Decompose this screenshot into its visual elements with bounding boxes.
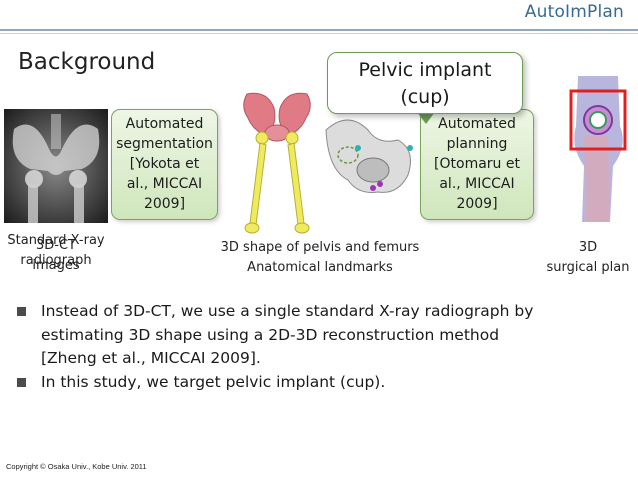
- surgical-plan-image: [558, 76, 634, 222]
- input-label-ct: 3D-CT images: [0, 236, 112, 276]
- xray-radiograph-image: [4, 109, 108, 223]
- plan-label: 3D surgical plan: [538, 238, 638, 278]
- bullet-1-line-1: Instead of 3D-CT, we use a single standa…: [41, 302, 534, 320]
- input-label-line-4: images: [32, 258, 80, 273]
- pelvis-landmarks-image: [325, 119, 413, 193]
- planning-line-2: planning: [446, 136, 508, 152]
- segmentation-line-1: Automated: [125, 116, 204, 132]
- pelvic-implant-callout: Pelvic implant (cup): [327, 52, 523, 114]
- shape-label-line-1: 3D shape of pelvis and femurs: [220, 240, 420, 255]
- slide-title: Background: [18, 49, 156, 75]
- shape-label-line-2: Anatomical landmarks: [247, 260, 393, 275]
- header-divider: [0, 29, 638, 31]
- automated-planning-box: Automated planning [Otomaru et al., MICC…: [420, 109, 534, 220]
- input-label-line-1: Standard X-ray: [7, 233, 105, 248]
- callout-pointer: [417, 112, 435, 124]
- bullet-2-line-1: In this study, we target pelvic implant …: [41, 372, 386, 391]
- input-label-line-2: radiograph: [20, 253, 92, 268]
- input-label-line-3: 3D-CT: [36, 238, 76, 253]
- bullet-list: Instead of 3D-CT, we use a single standa…: [14, 300, 533, 394]
- bullet-item-2: In this study, we target pelvic implant …: [14, 371, 533, 395]
- callout-line-2: (cup): [400, 86, 450, 108]
- autoimplan-logo: AutoImPlan: [524, 2, 624, 22]
- planning-line-4: al., MICCAI: [439, 176, 515, 192]
- bullet-item-1: Instead of 3D-CT, we use a single standa…: [14, 300, 533, 371]
- segmentation-line-5: 2009]: [143, 196, 186, 212]
- bullet-1-line-3: [Zheng et al., MICCAI 2009].: [41, 349, 261, 367]
- shape-label: 3D shape of pelvis and femurs Anatomical…: [200, 238, 440, 278]
- input-label-xray: Standard X-ray radiograph: [0, 231, 112, 271]
- plan-label-line-2: surgical plan: [546, 260, 630, 275]
- bullet-square-icon: [17, 377, 26, 387]
- plan-label-line-1: 3D: [578, 240, 598, 255]
- copyright-footer: Copyright © Osaka Univ., Kobe Univ. 2011: [6, 462, 147, 471]
- bullet-1-line-2: estimating 3D shape using a 2D-3D recons…: [41, 325, 500, 344]
- automated-segmentation-box: Automated segmentation [Yokota et al., M…: [111, 109, 218, 220]
- segmentation-line-3: [Yokota et: [129, 156, 200, 172]
- callout-line-1: Pelvic implant: [358, 59, 492, 81]
- header-divider-thin: [0, 33, 638, 34]
- segmentation-line-2: segmentation: [116, 136, 213, 152]
- planning-line-3: [Otomaru et: [434, 156, 520, 172]
- planning-line-5: 2009]: [456, 196, 498, 212]
- segmentation-line-4: al., MICCAI: [126, 176, 203, 192]
- planning-line-1: Automated: [438, 116, 516, 132]
- pelvis-femurs-3d-image: [243, 92, 311, 234]
- bullet-square-icon: [17, 307, 26, 316]
